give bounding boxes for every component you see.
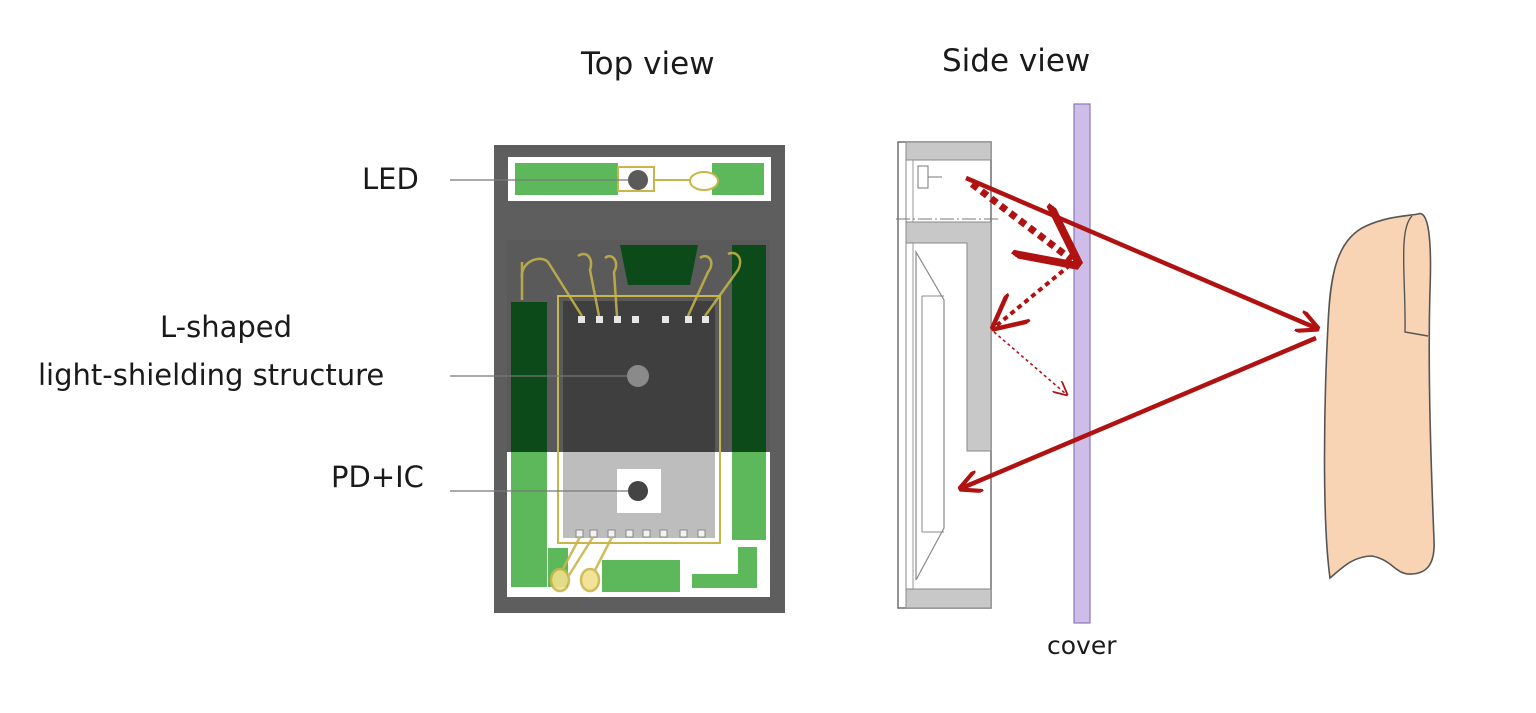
cover-plate — [1073, 103, 1091, 624]
top-view-package — [494, 145, 785, 613]
top-view-title: Top view — [581, 46, 715, 82]
led-label: LED — [362, 162, 419, 196]
light-paths — [962, 175, 1316, 488]
shield-label-line2: light-shielding structure — [38, 358, 385, 392]
side-view-package — [896, 141, 1000, 609]
cover-label: cover — [1047, 631, 1117, 660]
finger-illustration — [1323, 212, 1435, 580]
shield-label-line1: L-shaped — [160, 310, 293, 344]
pd-ic-label: PD+IC — [331, 460, 424, 494]
leader-lines — [450, 179, 628, 492]
side-view-title: Side view — [942, 43, 1091, 79]
